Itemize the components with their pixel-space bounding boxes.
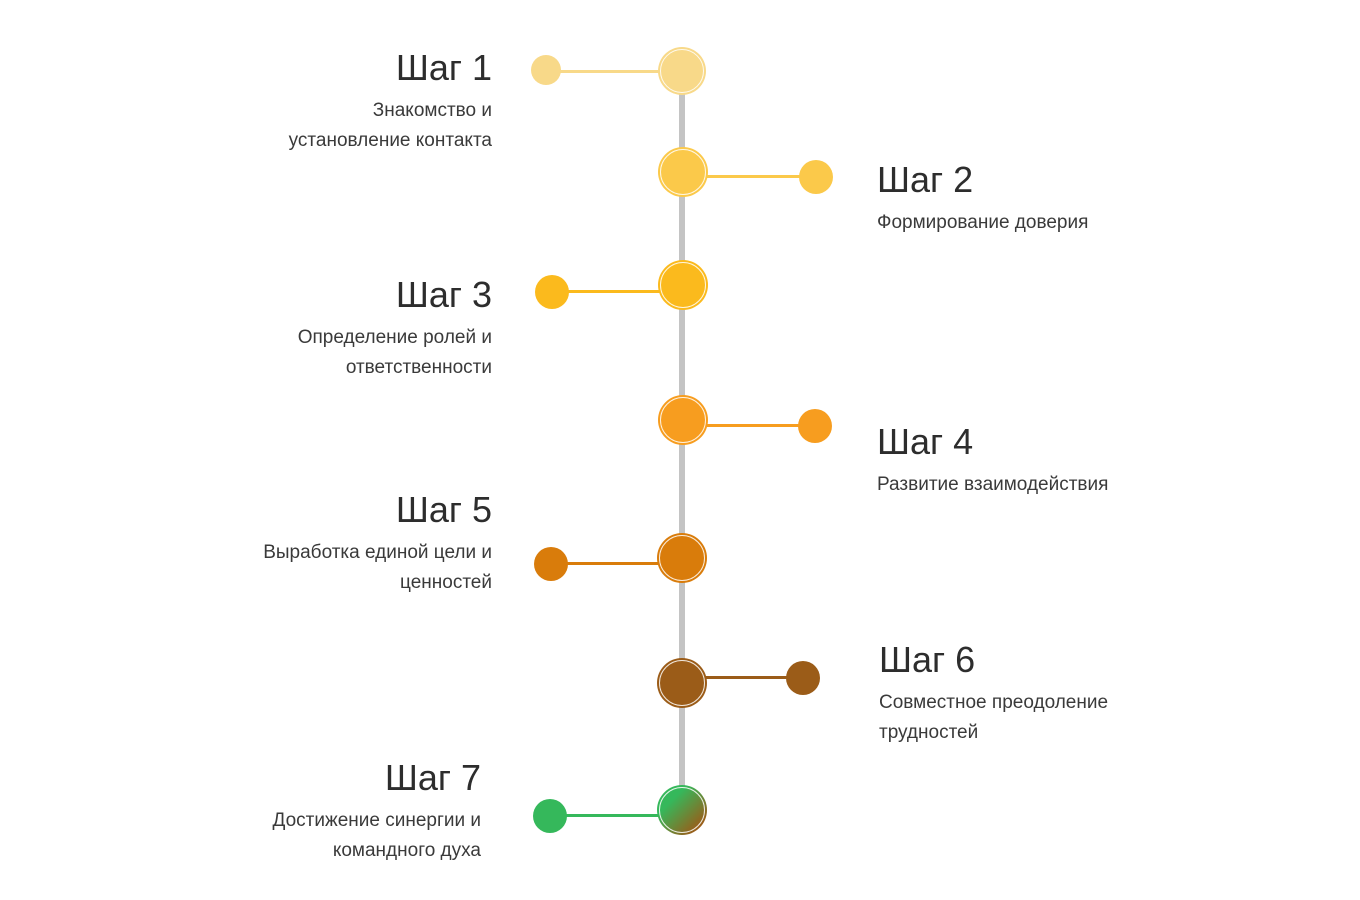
step-7-node [657, 785, 707, 835]
step-5-label: Шаг 5 Выработка единой цели и ценностей [172, 490, 492, 598]
step-7-title: Шаг 7 [384, 757, 481, 798]
step-5-desc-line-2: ценностей [400, 572, 492, 593]
step-5-connector [551, 562, 682, 565]
step-6-dot [786, 661, 820, 695]
step-1-desc-line-1: Знакомство и [372, 100, 492, 121]
step-1-title: Шаг 1 [395, 47, 492, 88]
step-1-dot [531, 55, 561, 85]
step-6-desc-line-2: трудностей [879, 722, 979, 743]
step-1-node [658, 47, 706, 95]
step-7-desc-line-1: Достижение синергии и [272, 810, 481, 831]
step-3-connector [552, 290, 682, 293]
step-4-label: Шаг 4 Развитие взаимодействия [877, 422, 1197, 500]
step-7-desc-line-2: командного духа [332, 840, 481, 861]
step-3-desc-line-1: Определение ролей и [297, 327, 492, 348]
step-6-title: Шаг 6 [879, 639, 976, 680]
step-1-label: Шаг 1 Знакомство и установление контакта [172, 48, 492, 156]
step-5-desc-line-1: Выработка единой цели и [263, 542, 492, 563]
step-2-label: Шаг 2 Формирование доверия [877, 160, 1197, 238]
step-4-title: Шаг 4 [877, 421, 974, 462]
step-6-desc-line-1: Совместное преодоление [879, 692, 1109, 713]
step-3-label: Шаг 3 Определение ролей и ответственност… [172, 275, 492, 383]
step-3-title: Шаг 3 [395, 274, 492, 315]
step-4-dot [798, 409, 832, 443]
step-7-label: Шаг 7 Достижение синергии и командного д… [161, 758, 481, 866]
step-3-node [658, 260, 708, 310]
step-5-dot [534, 547, 568, 581]
step-6-label: Шаг 6 Совместное преодоление трудностей [879, 640, 1199, 748]
step-2-desc-line-1: Формирование доверия [877, 212, 1089, 233]
step-2-dot [799, 160, 833, 194]
step-2-title: Шаг 2 [877, 159, 974, 200]
step-2-connector [682, 175, 816, 178]
step-6-node [657, 658, 707, 708]
step-7-connector [550, 814, 682, 817]
step-5-node [657, 533, 707, 583]
step-4-node [658, 395, 708, 445]
step-4-connector [682, 424, 815, 427]
step-4-desc-line-1: Развитие взаимодействия [877, 474, 1109, 495]
step-5-title: Шаг 5 [395, 489, 492, 530]
step-6-connector [682, 676, 803, 679]
step-7-dot [533, 799, 567, 833]
step-1-desc-line-2: установление контакта [288, 130, 492, 151]
step-2-node [658, 147, 708, 197]
step-3-dot [535, 275, 569, 309]
step-1-connector [546, 70, 682, 73]
step-3-desc-line-2: ответственности [345, 357, 492, 378]
